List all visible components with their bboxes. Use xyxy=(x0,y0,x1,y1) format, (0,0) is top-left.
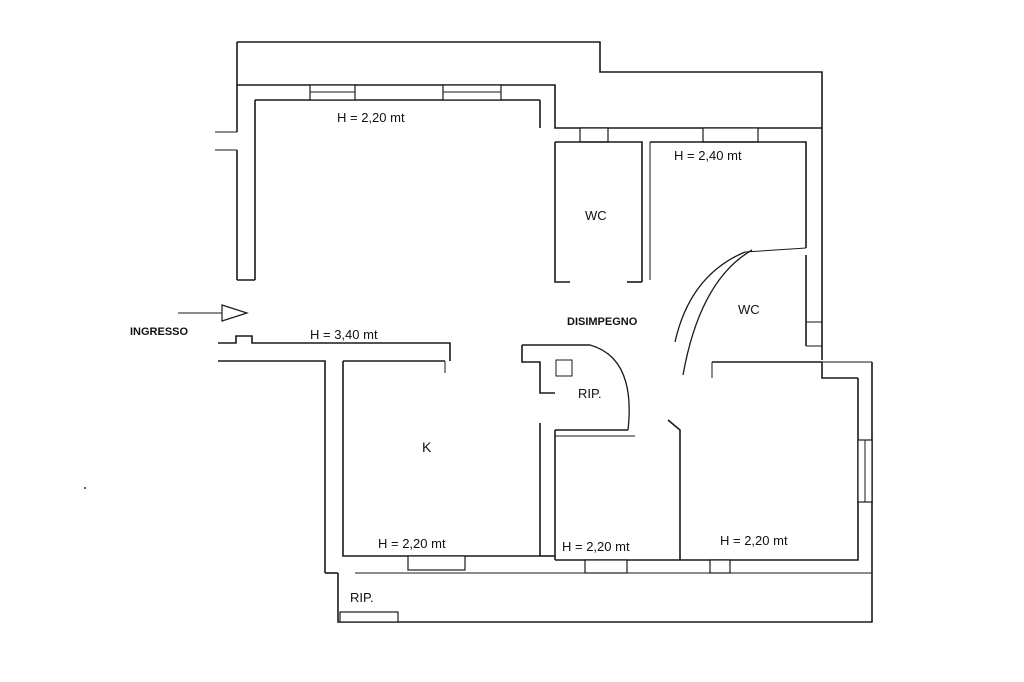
rip-center-room xyxy=(521,344,635,437)
label-h-top-right: H = 2,40 mt xyxy=(674,148,742,163)
stray-dot xyxy=(84,487,86,489)
label-rip-center: RIP. xyxy=(578,386,602,401)
corridor xyxy=(218,335,451,573)
label-h-living: H = 2,20 mt xyxy=(337,110,405,125)
label-h-bottom-mid: H = 2,20 mt xyxy=(562,539,630,554)
label-h-corridor: H = 3,40 mt xyxy=(310,327,378,342)
label-h-bottom-right: H = 2,20 mt xyxy=(720,533,788,548)
label-ingresso: INGRESSO xyxy=(130,326,189,338)
outer-walls xyxy=(215,41,823,320)
label-wc-left: WC xyxy=(585,208,607,223)
label-disimpegno: DISIMPEGNO xyxy=(567,316,638,328)
label-wc-right: WC xyxy=(738,302,760,317)
label-h-kitchen: H = 2,20 mt xyxy=(378,536,446,551)
label-kitchen: K xyxy=(422,439,432,455)
entrance-arrow xyxy=(178,304,249,322)
wc-left-room xyxy=(554,141,807,283)
bottom-rooms xyxy=(339,361,873,623)
label-rip-bottom: RIP. xyxy=(350,590,374,605)
wc-right-room xyxy=(674,247,823,378)
kitchen-room xyxy=(325,361,541,623)
